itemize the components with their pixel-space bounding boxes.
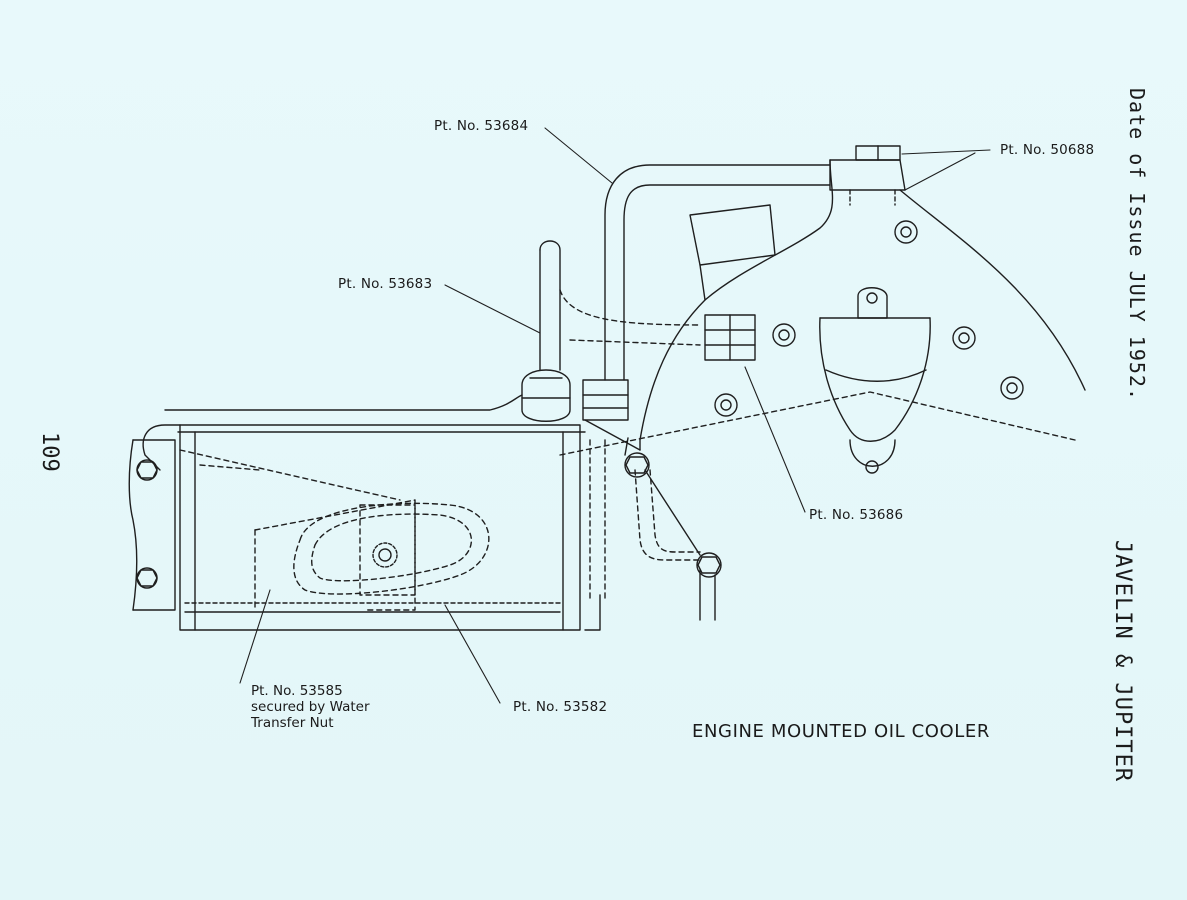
left-mounting-brackets — [128, 439, 176, 611]
cooler-union-bolt — [372, 542, 398, 568]
model-header: JAVELIN & JUPITER — [1110, 540, 1135, 783]
label-pt-53683: Pt. No. 53683 — [338, 276, 433, 292]
label-pt-53686: Pt. No. 53686 — [809, 507, 904, 523]
label-pt-53582: Pt. No. 53582 — [513, 699, 608, 715]
label-pt-53684: Pt. No. 53684 — [434, 118, 529, 134]
diagram-caption: ENGINE MOUNTED OIL COOLER — [692, 721, 990, 742]
casting-bolt-holes — [714, 323, 1024, 417]
oil-cooler-body — [142, 394, 586, 631]
leader-lines — [239, 127, 991, 704]
date-of-issue: Date of Issue JULY 1952. — [1125, 88, 1149, 401]
pipe-53683 — [539, 240, 701, 371]
engine-casting — [639, 159, 1086, 451]
pipe-53684 — [604, 164, 831, 381]
label-pt-53585: Pt. No. 53585 secured by Water Transfer … — [251, 683, 370, 731]
internal-hidden-lines — [179, 391, 1076, 611]
cooler-right-bolts — [584, 419, 722, 631]
label-pt-53585-line2: secured by Water — [251, 699, 370, 715]
label-pt-53585-line3: Transfer Nut — [251, 715, 334, 731]
pipe-union-nuts — [521, 369, 629, 422]
oil-filter-bowl — [819, 287, 931, 474]
adapter-53686 — [704, 314, 756, 361]
page-number: 109 — [37, 432, 62, 472]
label-pt-50688: Pt. No. 50688 — [1000, 142, 1095, 158]
top-union-bolt — [849, 145, 901, 206]
label-pt-53585-line1: Pt. No. 53585 — [251, 683, 343, 699]
